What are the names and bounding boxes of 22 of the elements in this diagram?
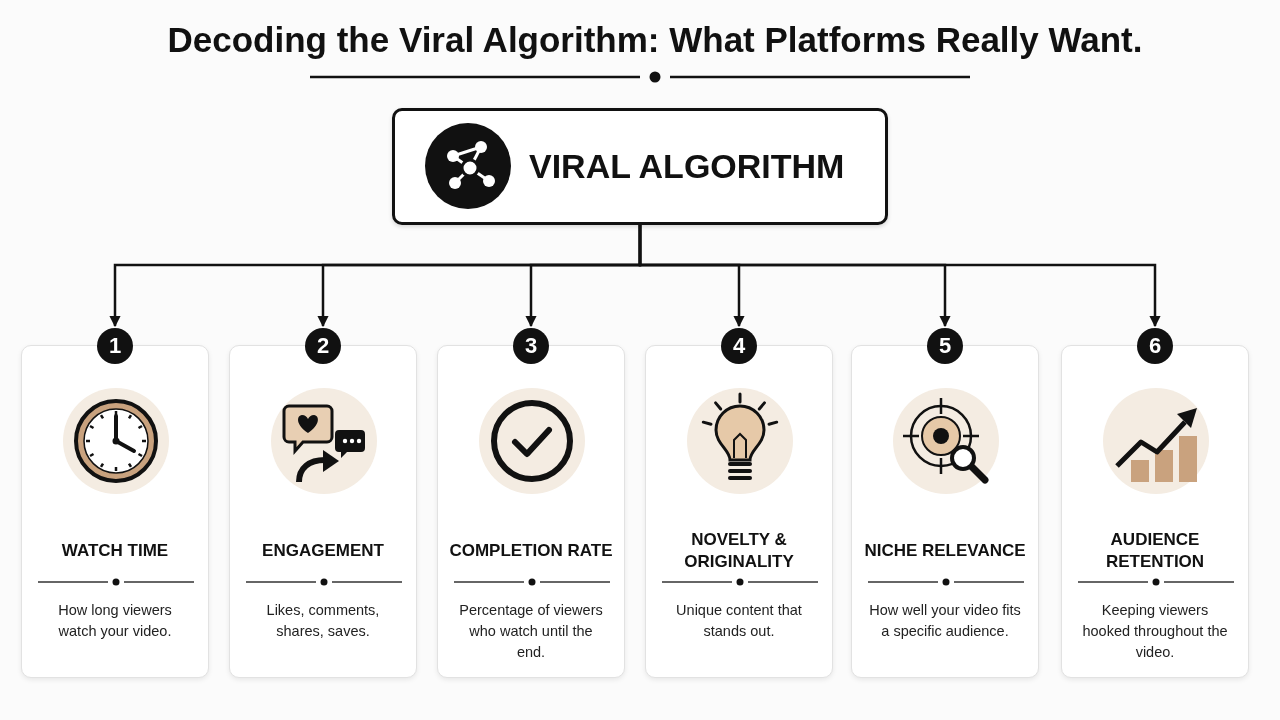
card-heading: NICHE RELEVANCE xyxy=(863,540,1027,562)
card-description: Unique content that stands out. xyxy=(675,601,803,641)
number-badge: 3 xyxy=(513,328,549,364)
card-heading: AUDIENCE RETENTION xyxy=(1104,529,1206,573)
card-heading: WATCH TIME xyxy=(60,540,170,562)
diagram-title: Decoding the Viral Algorithm: What Platforms Really Want. xyxy=(166,20,1144,60)
card-description: Keeping viewers hooked throughout the video. xyxy=(1081,601,1229,662)
number-badge: 4 xyxy=(721,328,757,364)
number-badge: 6 xyxy=(1137,328,1173,364)
number-badge: 1 xyxy=(97,328,133,364)
box-title: VIRAL ALGORITHM xyxy=(529,147,845,186)
card-heading: NOVELTY & ORIGINALITY xyxy=(683,529,795,573)
number-badge: 5 xyxy=(927,328,963,364)
card-heading: ENGAGEMENT xyxy=(261,540,385,562)
connector-arrow xyxy=(638,225,1161,328)
card-heading: COMPLETION RATE xyxy=(448,540,614,562)
card-description: Percentage of viewers who watch until the end. xyxy=(458,601,604,662)
card-description: How long viewers watch your video. xyxy=(57,601,173,641)
card-description: Likes, comments, shares, saves. xyxy=(265,601,381,641)
card-description: How well your video fits a specific audience. xyxy=(868,601,1022,641)
number-badge: 2 xyxy=(305,328,341,364)
algorithm-box xyxy=(392,108,888,225)
